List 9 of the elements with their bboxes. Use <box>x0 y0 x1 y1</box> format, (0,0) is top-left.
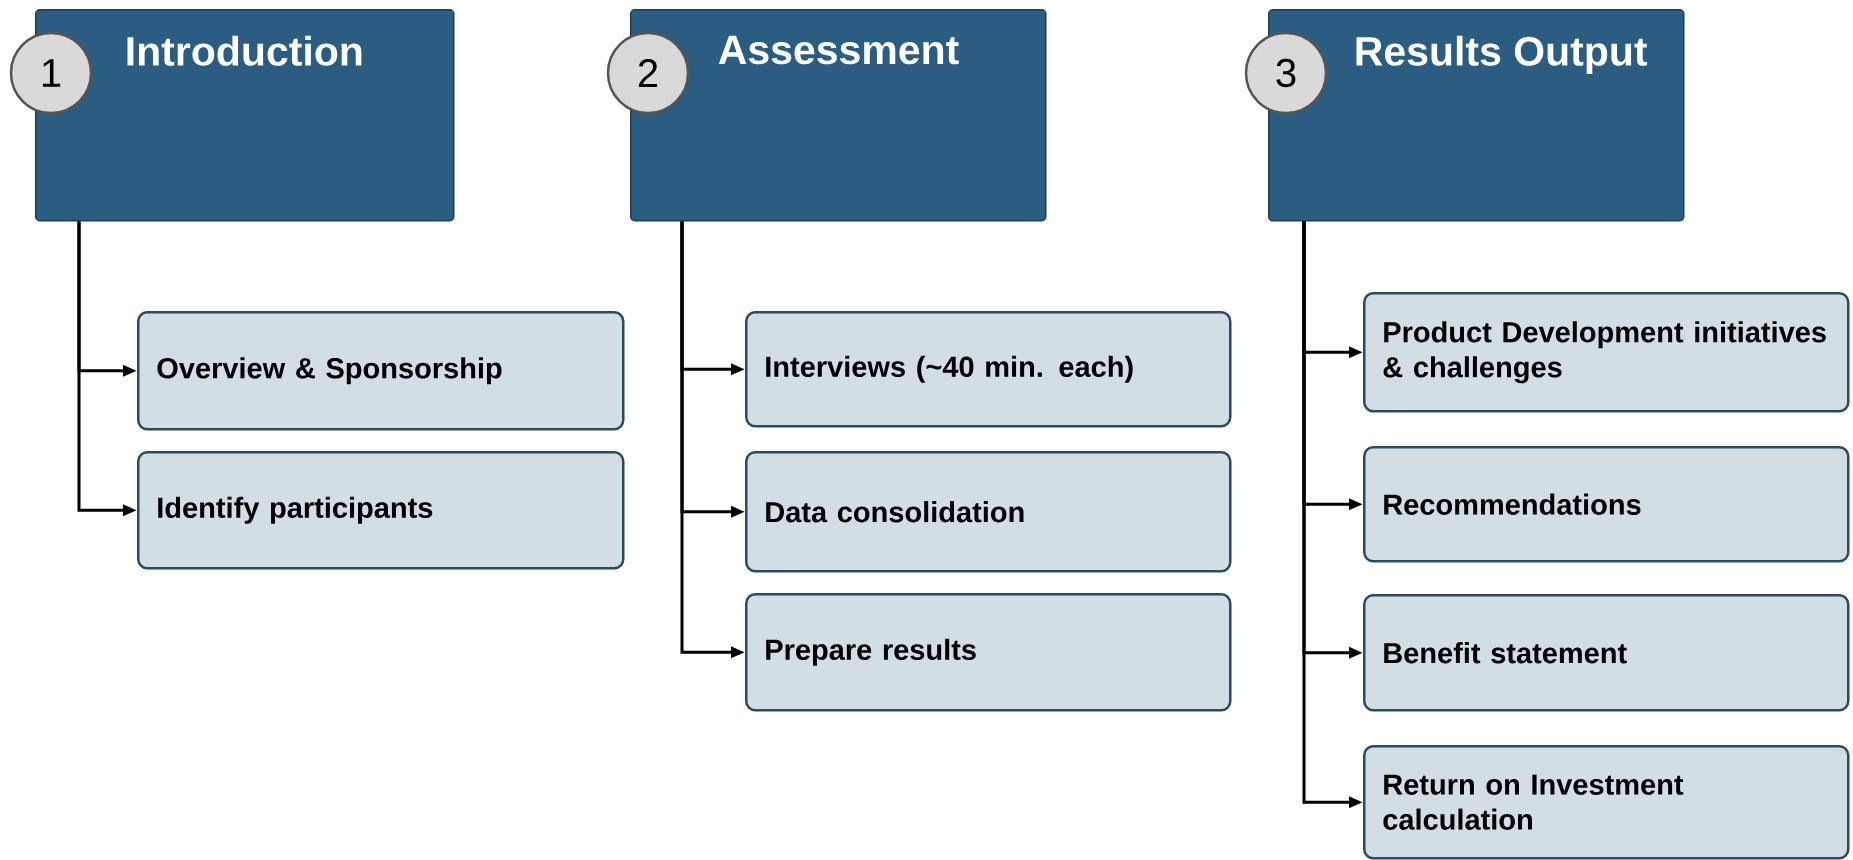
step-box: Benefit statement <box>1363 594 1850 712</box>
step-box: Identify participants <box>137 451 625 570</box>
step-box: Overview & Sponsorship <box>137 311 625 431</box>
step-box: Data consolidation <box>745 451 1232 573</box>
step-box: Recommendations <box>1363 446 1850 563</box>
step-box: Interviews (~40 min. each) <box>745 311 1232 428</box>
step-box: Return on Investment calculation <box>1363 745 1850 860</box>
step-box: Prepare results <box>745 593 1232 712</box>
step-box: Product Development initiatives & challenges <box>1363 292 1850 413</box>
